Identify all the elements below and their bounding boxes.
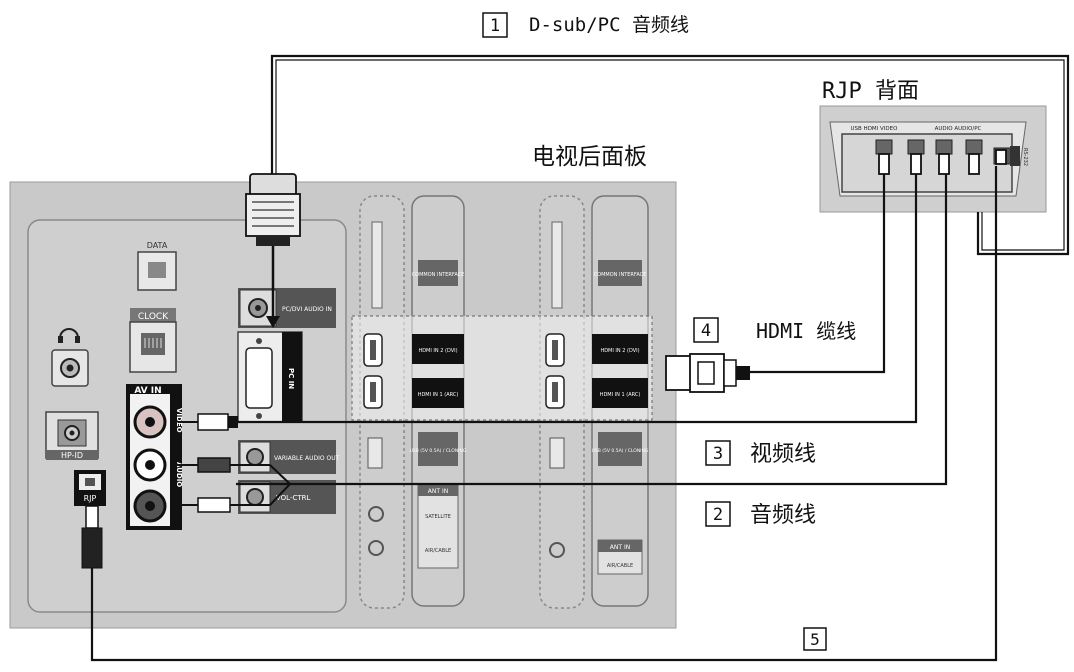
rjp-audio-pc-label: AUDIO AUDIO/PC: [935, 126, 982, 132]
common-interface-a-label: COMMON INTERFACE: [412, 272, 465, 278]
ant-in-b-label: ANT IN: [610, 544, 630, 551]
rjp-back-title: RJP 背面: [822, 79, 919, 104]
label-cable-2: 2 音频线: [705, 501, 816, 528]
cable-3-number: 3: [713, 444, 723, 464]
pc-in-label: PC IN: [287, 368, 295, 389]
usb-b-label: USB (5V 0.5A) / CLONING: [592, 448, 649, 454]
rjp-plug: [81, 505, 103, 569]
rjp-rs232-label: RS-232: [1022, 148, 1028, 166]
cable-2-number: 2: [713, 505, 723, 525]
hdmi-1-b-port[interactable]: [545, 375, 565, 409]
video-jack[interactable]: [133, 405, 167, 439]
label-cable-4: 4 HDMI 缆线: [693, 317, 856, 343]
cable-2-audio: [236, 174, 948, 486]
cable-5-number: 5: [810, 630, 820, 649]
pc-dvi-audio-in-port[interactable]: [238, 288, 336, 328]
headphone-jack[interactable]: [51, 349, 89, 387]
cable-3-video: [236, 174, 918, 424]
cable-1-number: 1: [490, 16, 500, 36]
audio-plug-red: [178, 464, 291, 513]
hdmi-in-2-a-label: HDMI IN 2 (DVI): [418, 348, 457, 354]
cable-1-text: D-sub/PC 音频线: [529, 14, 689, 36]
cable-4-text: HDMI 缆线: [756, 319, 856, 343]
common-interface-a-badge: [418, 260, 458, 286]
audio-plug-white: [178, 457, 270, 473]
rjp-back-box: [819, 105, 1047, 213]
audio-right-jack[interactable]: [133, 489, 167, 523]
rjp-port-label: RJP: [84, 494, 97, 503]
vol-ctrl-label: VOL-CTRL: [276, 494, 311, 502]
common-interface-b-label: COMMON INTERFACE: [594, 272, 647, 278]
variable-audio-out-port[interactable]: [238, 440, 336, 474]
cable-5-rjp: [90, 166, 998, 662]
air-cable-a-label: AIR/CABLE: [425, 548, 451, 554]
hdmi-plug: [665, 353, 750, 393]
hdmi-in-1-b-label: HDMI IN 1 (ARC): [600, 392, 641, 398]
hp-id-label: HP-ID: [61, 451, 83, 460]
video-plug: [178, 413, 238, 431]
label-cable-3: 3 视频线: [705, 440, 816, 467]
cable-2-text: 音频线: [750, 503, 816, 528]
tv-back-title: 电视后面板: [532, 144, 647, 170]
hdmi-in-2-b-label: HDMI IN 2 (DVI): [600, 348, 639, 354]
common-interface-b-badge: [598, 260, 642, 286]
clock-port[interactable]: [129, 321, 177, 373]
clock-label: CLOCK: [138, 312, 169, 322]
cable-3-text: 视频线: [750, 442, 816, 467]
headphone-icon: [58, 328, 80, 343]
rjp-usb-hdmi-video-label: USB HDMI VIDEO: [851, 126, 899, 132]
usb-b-badge: [598, 432, 642, 466]
data-port[interactable]: [137, 251, 177, 291]
rjp-connectors: [878, 149, 1007, 175]
usb-a-label: USB (5V 0.5A) / CLONING: [410, 448, 467, 454]
video-label: VIDEO: [175, 408, 183, 433]
cables: [90, 54, 1070, 662]
tv-back-panel: HP-ID RJP DATA CLOCK AV IN: [9, 181, 677, 629]
ant-in-a-label: ANT IN: [428, 488, 448, 495]
satellite-label: SATELLITE: [425, 514, 451, 520]
cable-4-number: 4: [701, 321, 711, 341]
pc-in-port[interactable]: [237, 331, 303, 423]
air-cable-b-label: AIR/CABLE: [607, 563, 633, 569]
clock-badge: [130, 308, 176, 322]
cable-1-d-sub-pc-audio: [270, 54, 1070, 256]
av-in-label: AV IN: [134, 386, 161, 396]
cable-4-hdmi: [750, 174, 886, 374]
variable-audio-out-label: VARIABLE AUDIO OUT: [274, 455, 340, 462]
data-label: DATA: [147, 241, 168, 250]
label-cable-5: 5: [803, 627, 827, 651]
hdmi-2-a-port[interactable]: [363, 333, 383, 367]
hp-id-port[interactable]: [45, 411, 99, 460]
hdmi-2-b-port[interactable]: [545, 333, 565, 367]
hdmi-1-a-port[interactable]: [363, 375, 383, 409]
usb-a-badge: [418, 432, 458, 466]
audio-label: AUDIO: [175, 462, 183, 487]
vga-connector: [245, 173, 301, 328]
pc-dvi-audio-in-label: PC/DVI AUDIO IN: [282, 306, 332, 313]
label-cable-1: 1 D-sub/PC 音频线: [482, 12, 689, 38]
vol-ctrl-port[interactable]: [238, 480, 336, 514]
rjp-port[interactable]: [74, 470, 106, 506]
hdmi-in-1-a-label: HDMI IN 1 (ARC): [418, 392, 459, 398]
audio-left-jack[interactable]: [133, 448, 167, 482]
